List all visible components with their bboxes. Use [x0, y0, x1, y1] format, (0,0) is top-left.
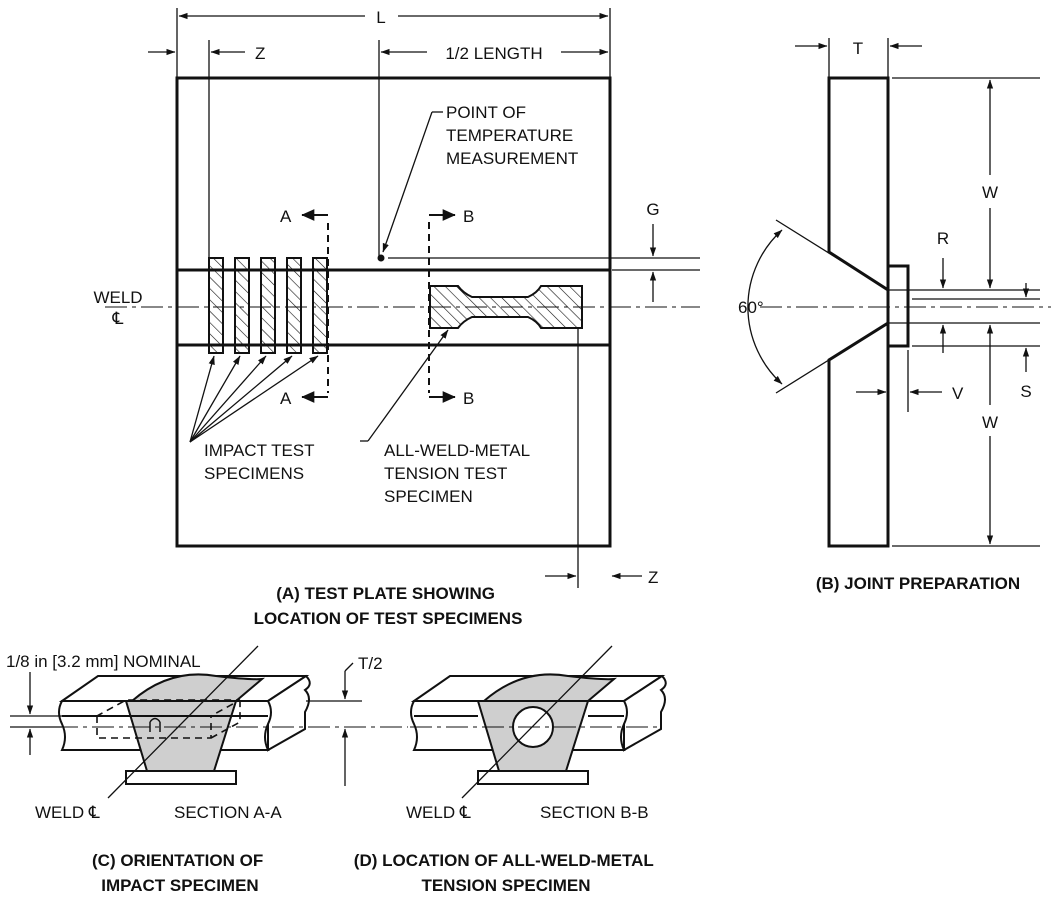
- b-top-label: B: [463, 207, 474, 226]
- impact-leader: [189, 355, 241, 443]
- impact-leader: [189, 355, 215, 443]
- weld-d-centerline: [461, 645, 613, 799]
- backing-c: [125, 770, 237, 785]
- temperature-leader: [382, 111, 433, 253]
- s-label: S: [1020, 382, 1031, 401]
- view-c-impact-orientation: 1/8 in [3.2 mm] NOMINAL T/2 WELD ℄ SECTI…: [6, 645, 408, 895]
- g-label: G: [646, 200, 659, 219]
- impact-specimen: [312, 257, 328, 354]
- angle-extension-top: [775, 219, 889, 291]
- tension-specimen: [429, 285, 583, 329]
- caption-b: (B) JOINT PREPARATION: [816, 574, 1020, 593]
- tension-label-line-1: ALL-WELD-METAL: [384, 441, 530, 460]
- impact-leader: [189, 355, 293, 443]
- tension-label-line-3: SPECIMEN: [384, 487, 473, 506]
- w-top-label: W: [982, 183, 998, 202]
- a-bottom-label: A: [280, 389, 292, 408]
- view-a-test-plate: L Z 1/2 LENGTH POINT OF TEMPERATURE MEAS…: [93, 8, 700, 628]
- tension-label-line-2: TENSION TEST: [384, 464, 507, 483]
- test-plate-outline: [175, 76, 612, 548]
- z-bottom-label: Z: [648, 568, 658, 587]
- caption-c: (C) ORIENTATION OF IMPACT SPECIMEN: [92, 851, 268, 895]
- impact-label-line-1: IMPACT TEST: [204, 441, 314, 460]
- t-half-label: T/2: [358, 654, 383, 673]
- t-label: T: [853, 39, 863, 58]
- temperature-point-dot: [377, 254, 385, 262]
- impact-specimen: [286, 257, 302, 354]
- impact-leader: [189, 355, 319, 443]
- weld-cl-symbol: ℄: [112, 309, 124, 328]
- tension-label: ALL-WELD-METAL TENSION TEST SPECIMEN: [384, 441, 534, 506]
- weld-c-crown: [129, 673, 266, 702]
- angle-label: 60°: [738, 298, 764, 317]
- l-label: L: [376, 8, 385, 27]
- temperature-label: POINT OF TEMPERATURE MEASUREMENT: [446, 103, 578, 168]
- temperature-label-line-3: MEASUREMENT: [446, 149, 578, 168]
- weld-cl-c-label: WELD ℄: [35, 803, 100, 822]
- backing-d: [477, 770, 589, 785]
- plate-d-side-face: [623, 674, 667, 752]
- impact-specimen: [234, 257, 250, 354]
- caption-d: (D) LOCATION OF ALL-WELD-METAL TENSION S…: [354, 851, 658, 895]
- weld-d-crown: [481, 673, 618, 702]
- plate-c-side-face: [267, 674, 311, 752]
- angle-arc: [747, 229, 783, 385]
- view-b-joint-preparation: T W W R S V 60° (B) JOIN: [738, 38, 1051, 593]
- caption-d-line-1: (D) LOCATION OF ALL-WELD-METAL: [354, 851, 654, 870]
- temperature-label-line-1: POINT OF: [446, 103, 526, 122]
- caption-a-line-2: LOCATION OF TEST SPECIMENS: [254, 609, 523, 628]
- backing-strip: [886, 264, 910, 348]
- r-label: R: [937, 229, 949, 248]
- notch-symbol: [149, 717, 161, 732]
- impact-leader: [189, 355, 267, 443]
- b-bottom-label: B: [463, 389, 474, 408]
- impact-specimen: [208, 257, 224, 354]
- impact-label-line-2: SPECIMENS: [204, 464, 304, 483]
- nominal-label: 1/8 in [3.2 mm] NOMINAL: [6, 652, 201, 671]
- weld-label: WELD: [93, 288, 142, 307]
- impact-specimens: [208, 257, 328, 354]
- caption-a-line-1: (A) TEST PLATE SHOWING: [276, 584, 495, 603]
- weld-cl-d-label: WELD ℄: [406, 803, 471, 822]
- view-d-tension-location: WELD ℄ SECTION B-B (D) LOCATION OF ALL-W…: [354, 645, 667, 895]
- section-aa-label: SECTION A-A: [174, 803, 282, 822]
- temperature-label-line-2: TEMPERATURE: [446, 126, 573, 145]
- caption-c-line-2: IMPACT SPECIMEN: [101, 876, 258, 895]
- joint-plate-profile: [827, 76, 890, 548]
- angle-extension-bottom: [775, 322, 889, 394]
- a-top-label: A: [280, 207, 292, 226]
- caption-c-line-1: (C) ORIENTATION OF: [92, 851, 263, 870]
- half-length-label: 1/2 LENGTH: [445, 44, 542, 63]
- weld-c-centerline: [107, 645, 259, 799]
- section-bb-label: SECTION B-B: [540, 803, 649, 822]
- impact-label: IMPACT TEST SPECIMENS: [204, 441, 319, 483]
- v-label: V: [952, 384, 964, 403]
- z-top-label: Z: [255, 44, 265, 63]
- caption-a: (A) TEST PLATE SHOWING LOCATION OF TEST …: [254, 584, 523, 628]
- impact-specimen: [260, 257, 276, 354]
- w-bottom-label: W: [982, 413, 998, 432]
- tension-leader: [367, 329, 449, 442]
- t-half-leader: [344, 662, 354, 672]
- caption-d-line-2: TENSION SPECIMEN: [421, 876, 590, 895]
